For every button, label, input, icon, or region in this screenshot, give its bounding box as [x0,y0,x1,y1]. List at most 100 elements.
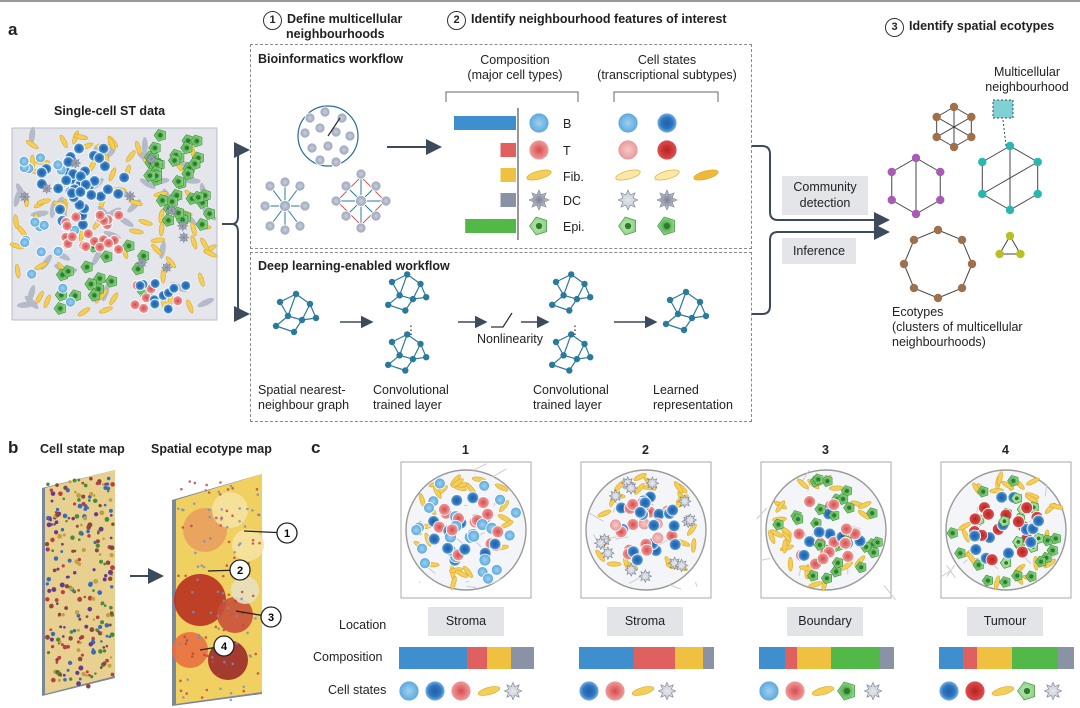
neighbour-cell [338,144,350,156]
cell-state-dot [74,490,77,494]
ecotypes-label-2: (clusters of multicellular [892,320,1023,334]
graph-neighbour [380,195,392,207]
ecotype-fibroblast [433,485,442,499]
ecotype-dot [238,507,241,510]
ecotype-dot [227,593,231,597]
conv1-top-graph-node [385,301,392,308]
ecotype-core-epithelial-nucleus [796,517,801,522]
cell-state-dot [54,598,59,602]
composition-header-2: (major cell types) [467,68,563,82]
cell-state-dot [50,645,55,649]
ecotype-dc [677,494,692,509]
ecotype-1-number: 1 [462,443,469,457]
ecotype-dot [235,614,239,618]
ecotype-dot [177,643,181,646]
epithelial-cell-nucleus [66,269,71,274]
stroma-fibre [963,559,968,564]
cell-state-dot [102,646,106,649]
multicellular-label-1: Multicellular [994,65,1060,79]
learned-graph-edge [677,291,687,315]
stroma-fibre [760,557,771,562]
state-b-light-icon [758,680,780,702]
cell-state-dot [72,502,77,506]
ecotype-purple-edge [891,199,917,215]
b-cell-subtype [57,282,69,294]
stroma-fibre [608,535,619,540]
ecotype-dot [200,696,204,699]
epithelial-cell-nucleus [172,158,177,163]
ecotype-dot [222,599,226,603]
ecotype-purple-node [887,167,896,177]
cell-state-dot [80,532,84,536]
conv2-bottom-graph-node [549,361,556,368]
ecotype-brown-large-edge [961,263,973,289]
ecotype-fibroblast [634,482,645,495]
conv1-bottom-graph-node [402,367,409,374]
cell-state-dot [85,615,89,618]
cell-state-dot [58,640,62,644]
cell-state-dot [98,631,102,636]
conv2-top-graph-node [566,307,573,314]
ecotype-epithelial-nucleus [1003,580,1008,584]
dc-cell [176,220,189,232]
stroma-fibre [492,468,507,478]
top-rule [0,0,1080,2]
ecotype-core-cell [450,494,464,507]
cell-state-dot [58,491,63,497]
cell-state-dot [103,503,107,507]
b-cell-subtype [19,237,31,248]
ecotype-dc [645,476,660,491]
stroma-fibre [883,585,896,601]
ecotype-dot [251,594,255,598]
dl-label-conv1-2: trained layer [373,398,442,412]
ecotype-dot [217,490,221,494]
ecotype-purple-node [936,167,945,177]
dl-label-conv2-1: Convolutional [533,383,609,397]
ecotype-dot [216,590,220,594]
cell-state-dot [109,545,113,549]
t-state-1-icon [617,139,639,161]
branch-arrow [231,223,250,322]
dl-graphs: ⋮⋮ [272,271,710,374]
dc-cell [124,190,136,202]
ecotype-core-cell [968,529,982,543]
cell-state-dot [63,626,66,629]
ecotype-dot [258,541,261,545]
epithelial-cell-nucleus [85,264,90,270]
ecotype-fibroblast [961,528,970,543]
ecotype-dot [196,565,200,568]
fibroblast-cell [36,198,51,205]
cell-state-dot [109,536,113,540]
cell-state-dot [105,634,109,638]
composition-segment [784,647,797,669]
ecotype-core-cell [640,543,654,557]
dl-label-learned: Learned representation [653,383,733,413]
row-label-cell-states: Cell states [328,683,387,697]
ecotype-fibroblast [828,485,844,491]
cell-state-dot [51,549,55,553]
b-cell [85,189,98,201]
epithelial-cell-nucleus [196,195,201,200]
epithelial-cell-nucleus [184,145,190,151]
cell-state-dot [98,649,103,654]
cell-state-dot [59,625,63,629]
graph-neighbour [330,195,342,207]
epithelial-icon-nucleus [535,222,543,230]
celltype-label-epi: Epi. [563,220,585,234]
conv1-bottom-graph-node [423,354,430,361]
ecotype-b-light [503,529,516,542]
ecotype-dot [217,627,221,630]
stroma-fibre [939,570,950,579]
neighbour-cell [344,130,356,142]
cell-state-dot [49,488,54,492]
cell-state-dot [86,524,91,530]
cell-state-dot [84,624,89,629]
cell-state-dot [95,615,100,620]
fibroblast-cell [25,139,39,150]
ecotype-dot [190,655,194,658]
step1-title-1: Define multicellular [287,12,403,26]
ecotype-core-cell [1020,501,1034,515]
conv2-top-graph-node [573,295,581,303]
ecotype-dot [184,642,188,646]
